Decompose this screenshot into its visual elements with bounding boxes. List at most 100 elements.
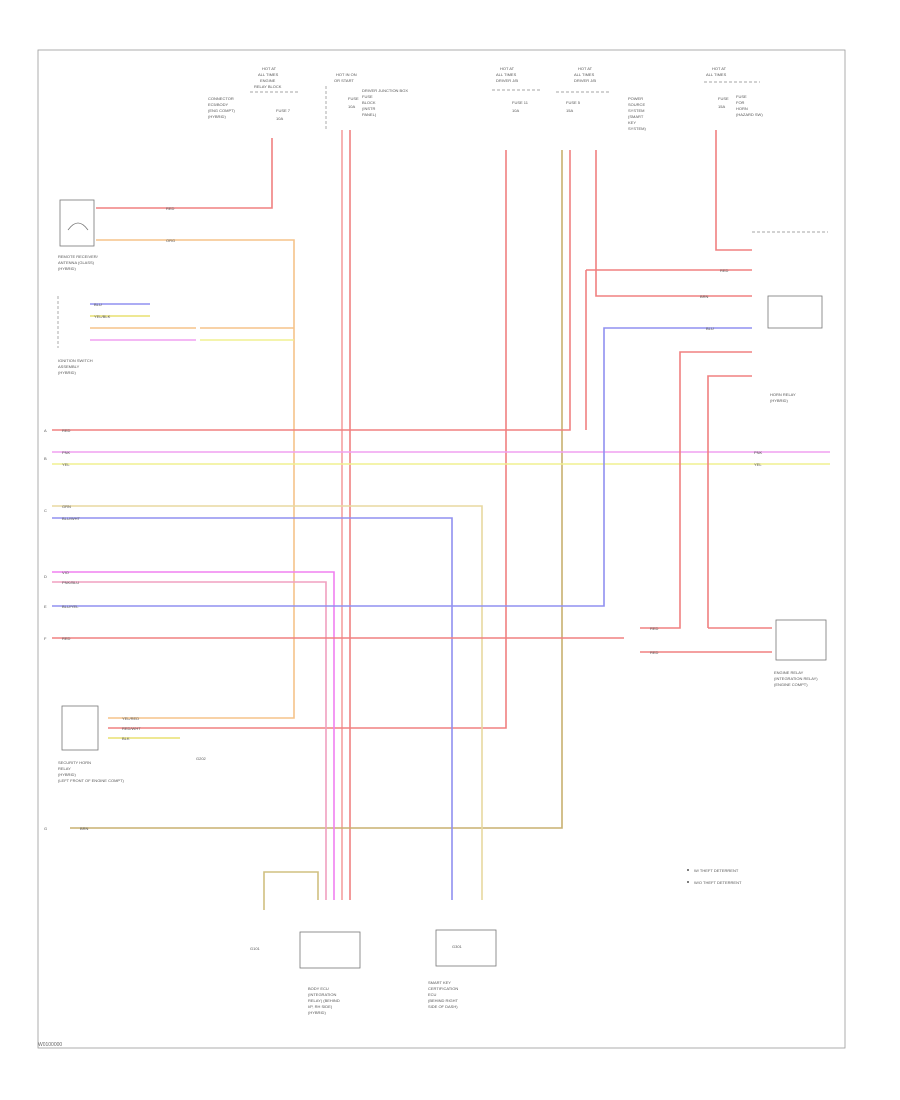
marker-f: F (44, 636, 47, 641)
edge-markers: A B C D E F G (44, 428, 47, 831)
wire-fb4-red (52, 150, 571, 431)
footer-code: W0100000 (38, 1042, 63, 1048)
legend-item-1: W/ THEFT DETERRENT (694, 868, 739, 873)
horn-relay-box (767, 295, 823, 329)
fuse-block-4: HOT AT ALL TIMES DRIVER J/B FUSE 5 15A P… (556, 66, 646, 131)
fb1-note-3: (ENG COMPT) (208, 108, 236, 113)
fb5-note-2: FOR (736, 100, 745, 105)
fuse-block-1: HOT AT ALL TIMES ENGINE RELAY BLOCK FUSE… (208, 66, 300, 121)
fb5-note-1: FUSE (736, 94, 747, 99)
fb4-note-1: POWER (628, 96, 643, 101)
fb2-note-5: PANEL) (362, 112, 377, 117)
label-red-white: RED/WHT (122, 726, 141, 731)
fb4-label-3: DRIVER J/B (574, 78, 596, 83)
label-brown-relay: BRN (700, 294, 709, 299)
ignition-switch-label-3: (HYBRID) (58, 370, 76, 375)
wire-receiver-orange (96, 239, 295, 719)
remote-receiver-label-1: REMOTE RECEIVER/ (58, 254, 99, 259)
label-red-bus: RED (62, 428, 71, 433)
fb5-amp: 15A (718, 104, 725, 109)
wire-blue-ecu (52, 327, 752, 607)
remote-receiver-symbol (67, 222, 89, 231)
fb1-label-3: ENGINE (260, 78, 276, 83)
fb1-note-2: EC5/BODY (208, 102, 229, 107)
label-pink-blue: PNK/BLU (62, 580, 79, 585)
remote-receiver-box (59, 199, 95, 247)
fb4-note-2: SOURCE (628, 102, 645, 107)
label-yellow-red: YEL/RED (122, 716, 139, 721)
smart-key-box (435, 929, 497, 967)
label-black: BLK (122, 736, 130, 741)
wire-tan-radio (52, 505, 483, 900)
body-ecu: BODY ECU (INTEGRATION RELAY) (BEHIND I/P… (299, 931, 361, 1015)
fb2-note-4: (INSTR (362, 106, 375, 111)
ground-g202: G202 (196, 756, 207, 761)
smart-key-label-2: CERTIFICATION (428, 986, 458, 991)
security-horn-label-4: (LEFT FRONT OF ENGINE COMPT) (58, 778, 125, 783)
security-horn-label-1: SECURITY HORN (58, 760, 91, 765)
grounds: G101 G202 G301 (196, 756, 463, 951)
label-yellow-bus: YEL (62, 462, 70, 467)
fb3-amp: 10A (512, 108, 519, 113)
body-ecu-label-4: I/P, RH SIDE) (308, 1004, 333, 1009)
fb5-note-3: HORN (736, 106, 748, 111)
fb2-fuse: FUSE (348, 96, 359, 101)
remote-receiver-label-2: ANTENNA (GLASS) (58, 260, 95, 265)
horn-relay: HORN RELAY (HYBRID) (752, 231, 828, 403)
fb3-label-3: DRIVER J/B (496, 78, 518, 83)
label-ign-blue: BLU (94, 302, 102, 307)
label-ign-yel: YEL/BLK (94, 314, 111, 319)
marker-e: E (44, 604, 47, 609)
wire-fb4-red-2 (595, 150, 752, 297)
fb3-fuse: FUSE 11 (512, 100, 529, 105)
label-green: GRN (62, 504, 71, 509)
fb4-note-4: (SMART (628, 114, 644, 119)
security-horn-box (61, 705, 99, 751)
label-pink-right: PNK (754, 450, 763, 455)
label-red-engine-2: RED (650, 650, 659, 655)
body-ecu-label-3: RELAY) (BEHIND (308, 998, 340, 1003)
smart-key-label-4: (BEHIND RIGHT (428, 998, 459, 1003)
fb4-note-5: KEY (628, 120, 636, 125)
legend-dot-1 (687, 869, 689, 871)
remote-receiver: REMOTE RECEIVER/ ANTENNA (GLASS) (HYBRID… (58, 199, 99, 271)
label-red-2: RED (62, 636, 71, 641)
security-horn-label-2: RELAY (58, 766, 71, 771)
marker-b: B (44, 456, 47, 461)
fb4-fuse: FUSE 5 (566, 100, 581, 105)
wire-labels: RED ORG RED PNK YEL GRN BLU/WHT VIO PNK/… (62, 206, 763, 831)
wire-magenta-1 (52, 571, 335, 900)
engine-relay-label-2: (INTEGRATION RELAY) (774, 676, 818, 681)
label-brown: BRN (80, 826, 89, 831)
diagram-border (37, 49, 846, 1049)
fb2-label-1: HOT IN ON (336, 72, 357, 77)
wire-red-engine-2 (640, 351, 752, 629)
smart-key-label-1: SMART KEY (428, 980, 451, 985)
fb4-amp: 15A (566, 108, 573, 113)
fuse-block-3: HOT AT ALL TIMES DRIVER J/B FUSE 11 10A (492, 66, 540, 113)
fb1-amp: 10A (276, 116, 283, 121)
fb1-note-1: CONNECTOR (208, 96, 234, 101)
fb1-fuse: FUSE 7 (276, 108, 291, 113)
engine-relay-box (775, 619, 827, 661)
wire-red-engine-5 (707, 375, 752, 628)
fb4-label-2: ALL TIMES (574, 72, 595, 77)
fb4-note-3: SYSTEM (628, 108, 644, 113)
label-pink-bus: PNK (62, 450, 71, 455)
smart-key-ecu: SMART KEY CERTIFICATION ECU (BEHIND RIGH… (428, 929, 497, 1009)
ground-g101: G101 (250, 946, 261, 951)
fb2-amp: 10A (348, 104, 355, 109)
wire-blue-radio (52, 517, 453, 900)
wire-fb1-red (96, 138, 273, 209)
engine-relay: ENGINE RELAY (INTEGRATION RELAY) (ENGINE… (774, 619, 827, 687)
legend: W/ THEFT DETERRENT W/O THEFT DETERRENT (687, 868, 742, 885)
ignition-switch: IGNITION SWITCH ASSEMBLY (HYBRID) (57, 296, 93, 375)
label-red-1: RED (166, 206, 175, 211)
fb2-label-2: OR START (334, 78, 354, 83)
engine-relay-label-3: (ENGINE COMPT) (774, 682, 808, 687)
ground-g301: G301 (452, 944, 463, 949)
marker-a: A (44, 428, 47, 433)
label-red-relay: RED (720, 268, 729, 273)
label-blue-white: BLU/WHT (62, 516, 81, 521)
